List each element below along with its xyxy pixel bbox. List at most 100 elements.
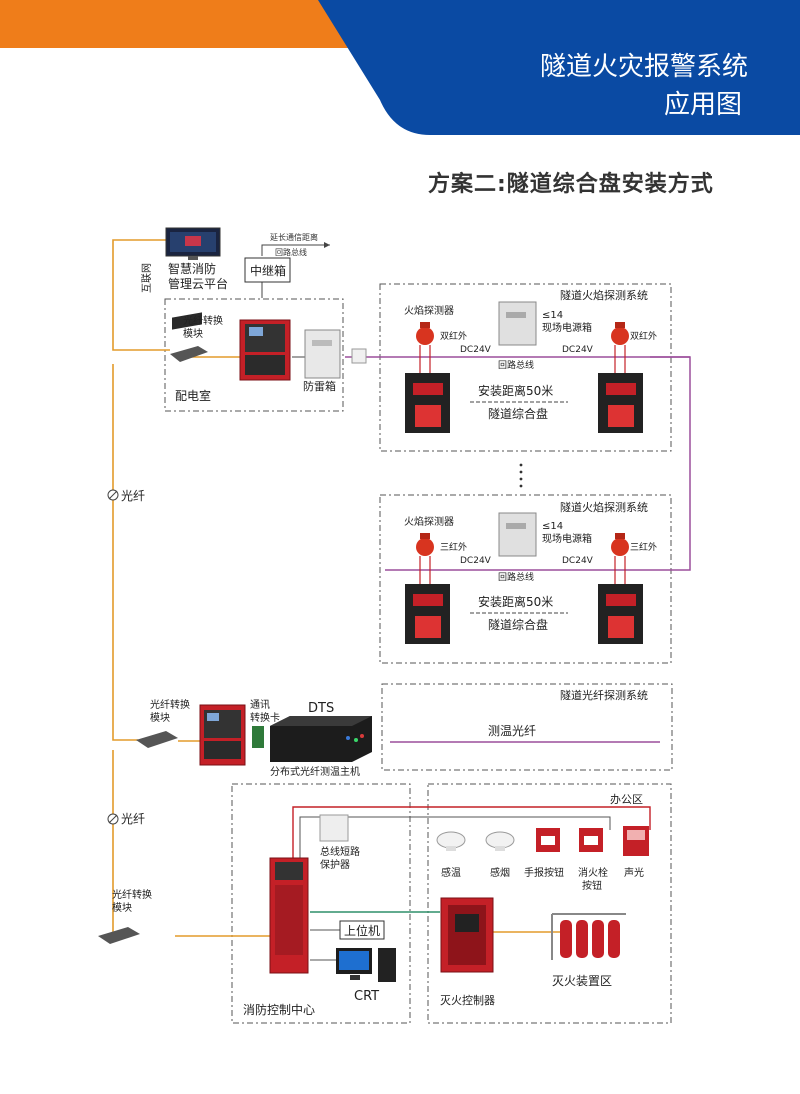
tunnel1-red-lines: [419, 345, 626, 375]
dts-host-label: 分布式光纤测温主机: [270, 765, 360, 778]
header-title-line2: 应用图: [664, 90, 743, 120]
tunnel1-power-box: [498, 301, 537, 346]
tunnel2-flame-detector-right: [611, 533, 629, 556]
tunnel2-loop-bus: 回路总线: [498, 571, 534, 583]
tunnel2-dc-left: DC24V: [460, 556, 492, 566]
extinguish-controller-box: [440, 897, 494, 973]
extinguisher-cylinders: [551, 913, 626, 960]
lightning-box: [304, 329, 341, 379]
tunnel2-flame-detector-label: 火焰探测器: [404, 515, 454, 528]
crt-computer: [336, 948, 396, 982]
ellipsis-dots: [519, 463, 523, 488]
upper-pc-label: 上位机: [344, 923, 380, 938]
dts-host: [270, 716, 372, 762]
tunnel1-flame-detector-right: [611, 322, 629, 345]
office-label: 办公区: [610, 793, 643, 806]
office-area-box: [427, 783, 672, 1024]
header-title-line1: 隧道火灾报警系统: [540, 52, 749, 82]
smoke-detector-icon: [485, 831, 515, 851]
tunnel2-panel-label: 隧道综合盘: [488, 617, 548, 632]
bus-protector-label-2: 保护器: [320, 858, 350, 871]
control-fiber-module-label-1: 光纤转换: [112, 888, 152, 901]
comm-card: [252, 726, 264, 748]
device-label-hydrant-1: 消火栓: [578, 866, 608, 879]
tunnel2-panel-right: [598, 584, 643, 644]
extinguish-area-label: 灭火装置区: [552, 974, 612, 988]
extinguish-controller-label: 灭火控制器: [440, 993, 495, 1007]
tunnel1-panel-right: [598, 373, 643, 433]
device-label-hydrant-2: 按钮: [582, 879, 602, 892]
internet-label: 互联网: [141, 263, 153, 293]
fiber-module-top-label-1: 光纤转换: [183, 314, 223, 327]
comm-card-label-2: 转换卡: [250, 711, 280, 724]
tunnel2-panel-left: [405, 584, 450, 644]
crt-label: CRT: [354, 989, 379, 1004]
repeater-label: 中继箱: [250, 263, 286, 278]
fiber-module-top: [170, 312, 208, 362]
device-label-sound: 声光: [624, 866, 644, 879]
lightning-box-label: 防雷箱: [303, 379, 336, 393]
control-red-lines: [292, 806, 651, 860]
fiber-module-top-label-2: 模块: [183, 328, 203, 340]
cloud-platform-label-1: 智慧消防: [168, 261, 216, 276]
tunnel1-power-count: ≤14: [542, 310, 563, 321]
tunnel1-dc-left: DC24V: [460, 345, 492, 355]
bus-protector: [319, 814, 349, 842]
tunnel1-panel-left: [405, 373, 450, 433]
control-fiber-module: [98, 927, 140, 944]
dts-system-label: 隧道光纤探测系统: [560, 688, 648, 702]
tunnel2-detector-type-right: 三红外: [630, 541, 657, 553]
tunnel1-dc-right: DC24V: [562, 345, 594, 355]
fiber-label-1: 光纤: [121, 489, 145, 503]
cloud-platform-label-2: 管理云平台: [168, 276, 228, 291]
tunnel-bus-lines: [345, 356, 691, 743]
upper-pc-box: [339, 920, 385, 940]
control-gray-lines: [299, 816, 611, 961]
tunnel1-distance: 安装距离50米: [478, 383, 553, 398]
fiber-break-mark-1: [107, 489, 119, 501]
tunnel2-power-count: ≤14: [542, 521, 563, 532]
fiber-break-mark-2: [107, 813, 119, 825]
tunnel2-power-box-label: 现场电源箱: [542, 532, 592, 545]
dts-fire-panel: [199, 704, 246, 766]
manual-alarm-button-icon: [536, 828, 560, 852]
hydrant-button-icon: [579, 828, 603, 852]
tunnel2-flame-detector-left: [416, 533, 434, 556]
control-center-box: [231, 783, 411, 1024]
tunnel2-dc-right: DC24V: [562, 556, 594, 566]
tunnel2-detector-type-left: 三红外: [440, 541, 467, 553]
tunnel2-distance: 安装距离50米: [478, 594, 553, 609]
tunnel1-power-box-label: 现场电源箱: [542, 321, 592, 334]
control-center-label: 消防控制中心: [243, 1002, 315, 1017]
dts-label: DTS: [308, 701, 334, 716]
tunnel1-flame-detector-label: 火焰探测器: [404, 304, 454, 317]
repeater-box: [244, 257, 291, 283]
tunnel2-system-label: 隧道火焰探测系统: [560, 500, 648, 514]
tunnel2-red-lines: [419, 556, 626, 586]
tunnel-section-1-box: [379, 283, 672, 452]
device-label-smoke: 感烟: [490, 866, 510, 879]
tunnel1-flame-detector-left: [416, 322, 434, 345]
scheme-title: 方案二:隧道综合盘安装方式: [428, 172, 714, 197]
cloud-platform-screen: [165, 227, 221, 260]
device-label-manual: 手报按钮: [524, 866, 564, 879]
blue-band: [318, 0, 800, 135]
distribution-room-label: 配电室: [175, 388, 211, 403]
fire-alarm-panel-top: [239, 319, 291, 381]
tunnel1-system-label: 隧道火焰探测系统: [560, 288, 648, 302]
fire-control-cabinet: [269, 857, 309, 974]
fiber-label-2: 光纤: [121, 812, 145, 826]
device-label-heat: 感温: [441, 866, 461, 879]
fiber-temp-label: 测温光纤: [488, 724, 536, 738]
extend-label-2: 回路总线: [275, 247, 307, 257]
tunnel1-detector-type-left: 双红外: [440, 330, 467, 342]
tunnel1-detector-type-right: 双红外: [630, 330, 657, 342]
sound-light-alarm-icon: [623, 826, 649, 856]
tunnel-section-2-box: [379, 494, 672, 664]
orange-band: [0, 0, 365, 48]
extend-label-1: 延长通信距离: [270, 232, 318, 242]
heat-detector-icon: [436, 831, 466, 851]
dts-fiber-module-label-2: 模块: [150, 712, 170, 724]
bus-protector-label-1: 总线短路: [320, 845, 360, 858]
